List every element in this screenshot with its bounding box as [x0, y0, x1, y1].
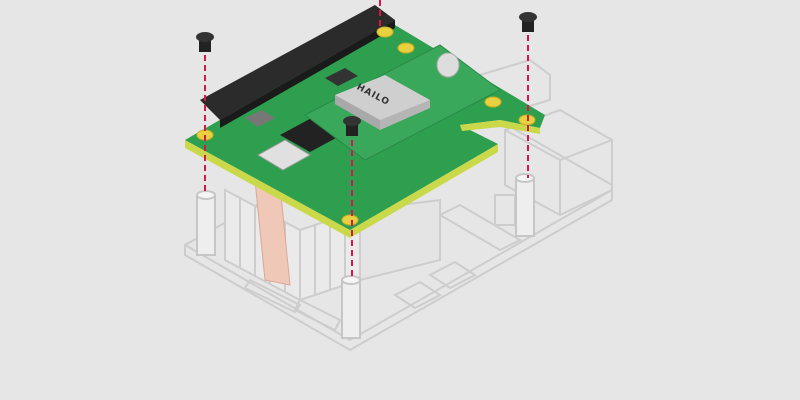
thermal-pad-knob	[436, 52, 460, 78]
standoff-right	[515, 173, 535, 237]
ai-hat-board: HAILO	[185, 5, 545, 238]
gpio-header	[200, 5, 395, 120]
standoff-left	[196, 190, 216, 256]
screw-center	[343, 116, 361, 136]
hailo-chip: HAILO	[335, 75, 430, 130]
screw-left	[196, 32, 214, 52]
component-block	[245, 110, 275, 127]
mounting-holes	[196, 26, 536, 226]
screw-right	[519, 12, 537, 32]
alignment-guide-lines	[204, 0, 529, 280]
raspberry-pi-board-outline	[184, 58, 613, 352]
small-ic	[325, 68, 358, 86]
fpc-connector	[257, 139, 311, 171]
standoff-front	[341, 275, 361, 339]
